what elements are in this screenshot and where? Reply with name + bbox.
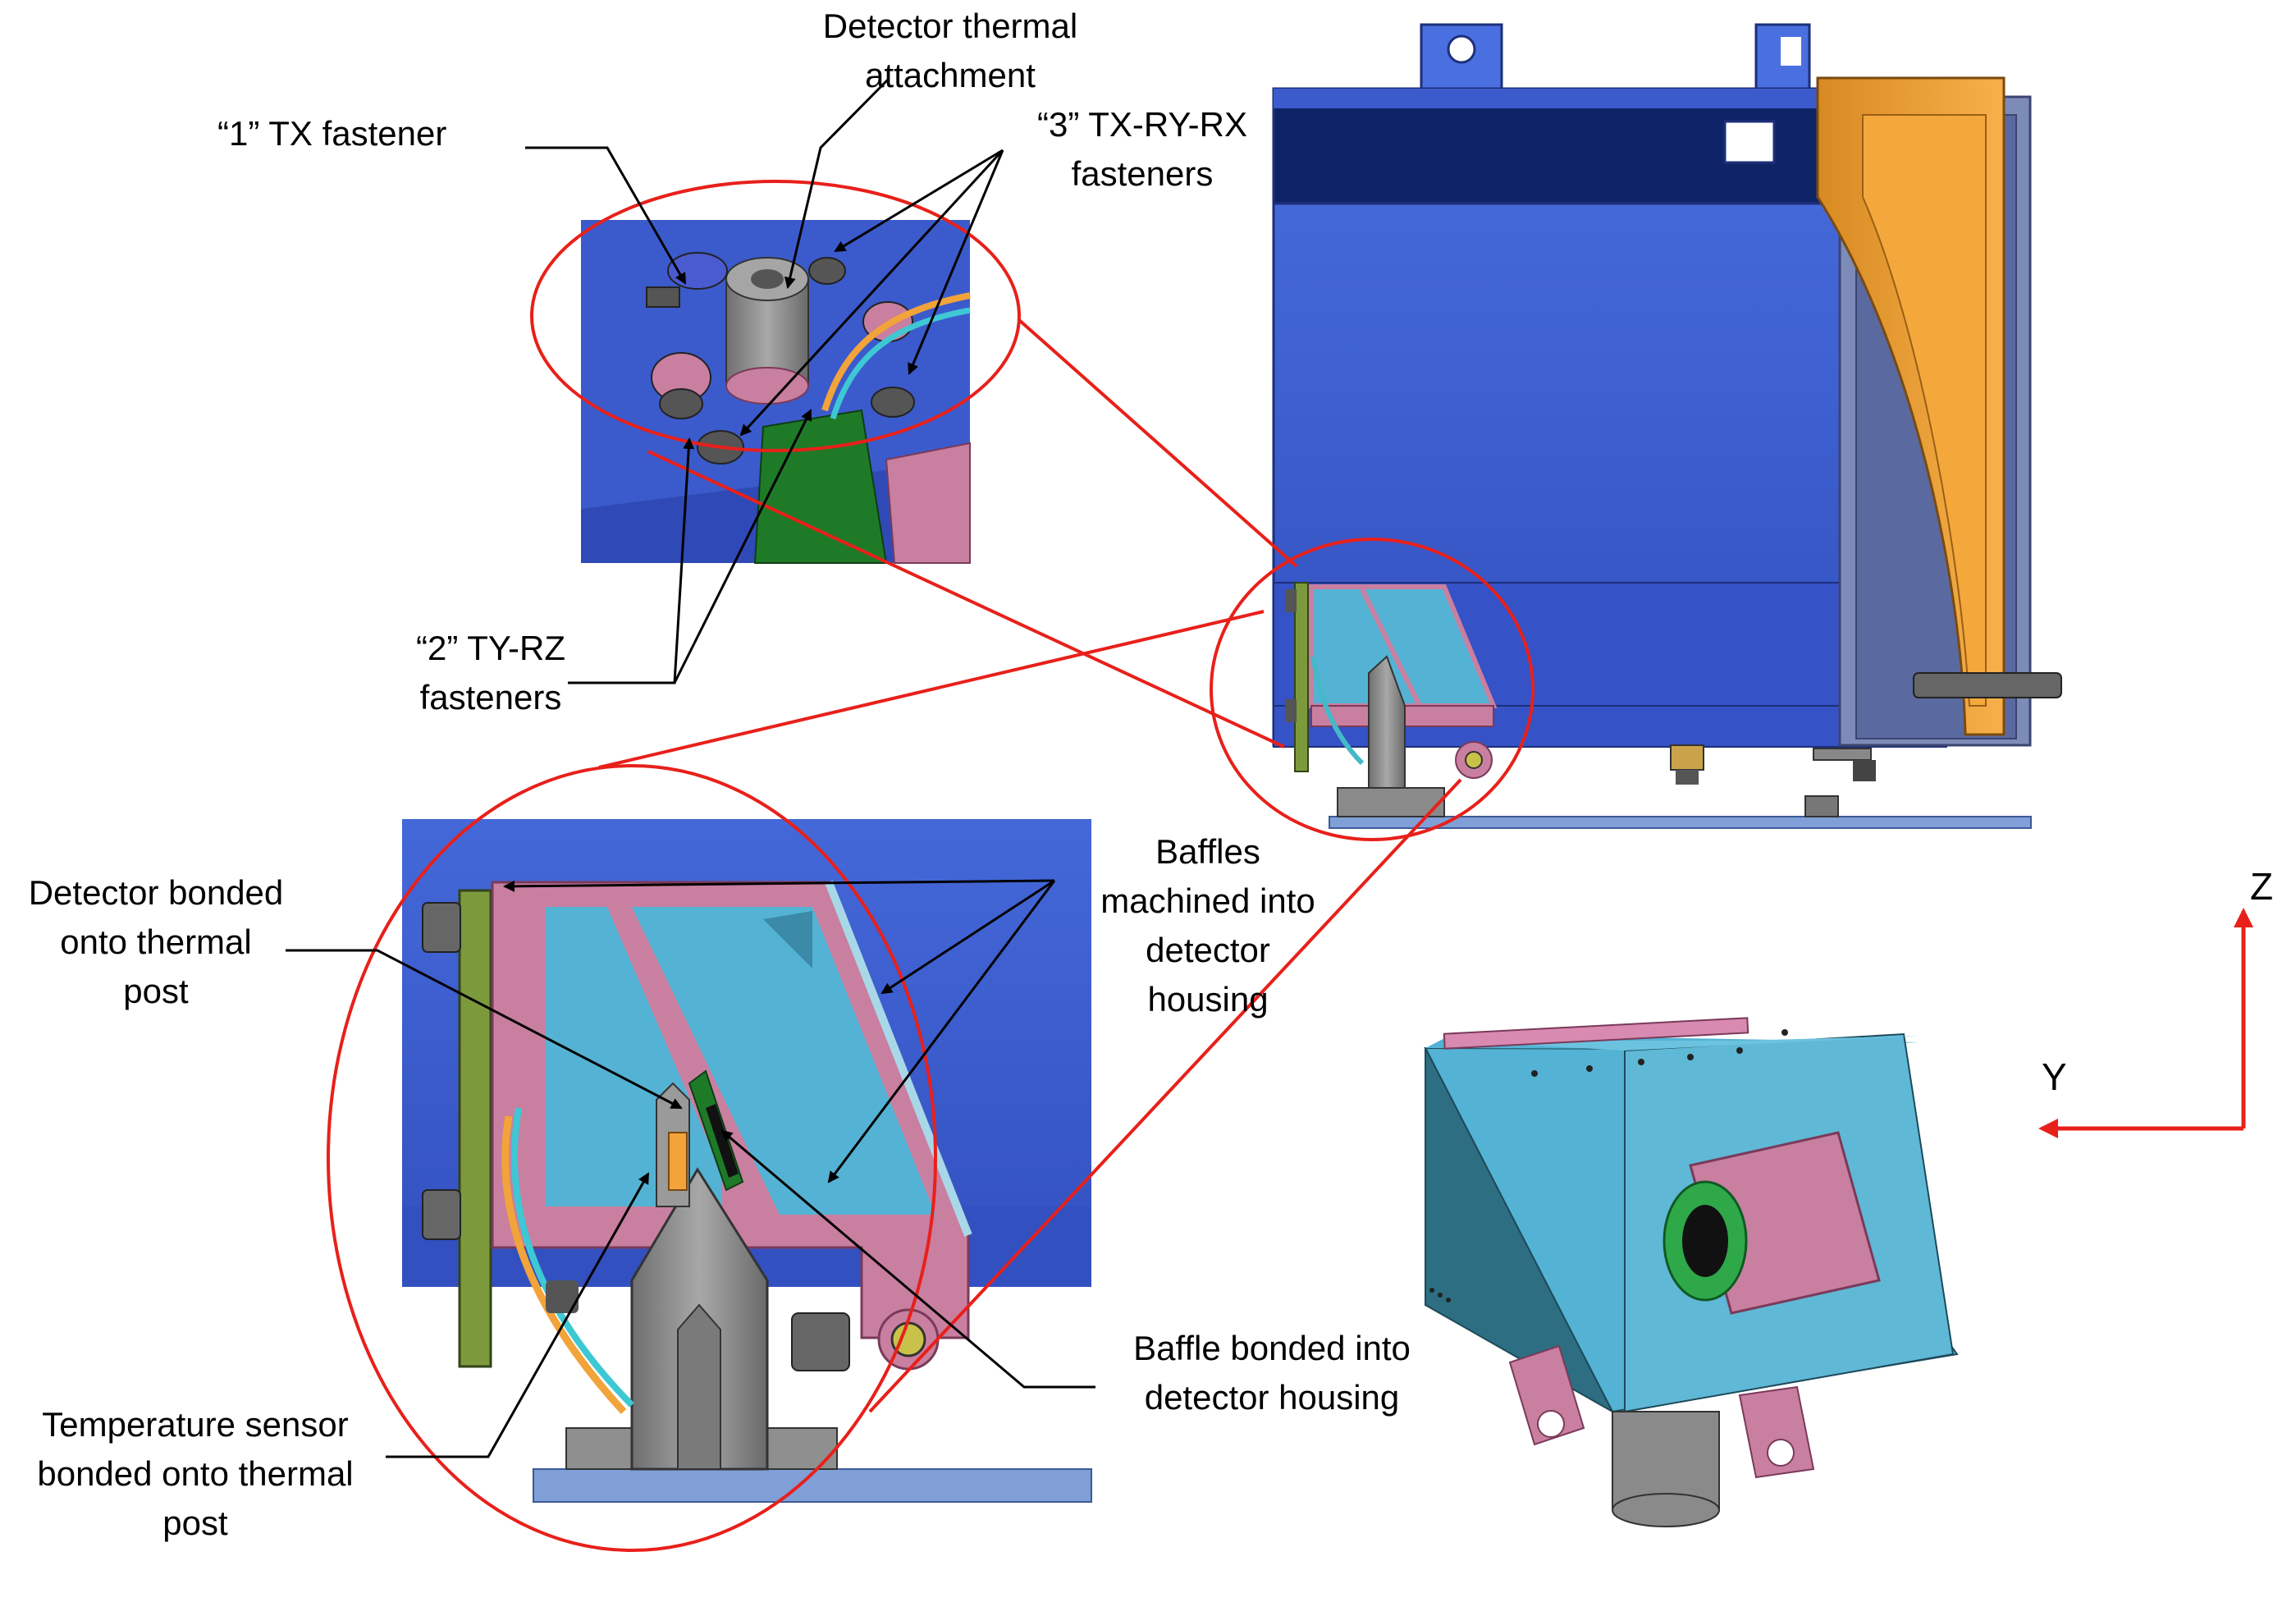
leader-detector-bonded bbox=[286, 949, 683, 1110]
leader-baffle-mid bbox=[880, 879, 1055, 995]
leader-tx-ry-rx-3 bbox=[908, 149, 1004, 375]
callout-ellipse-fasteners bbox=[530, 180, 1021, 452]
assembly-side-view bbox=[1272, 23, 2062, 829]
detector-housing-3d bbox=[1424, 1017, 1959, 1527]
label-tx-fastener: “1” TX fastener bbox=[217, 114, 447, 153]
axis-triad bbox=[2038, 908, 2253, 1138]
label-temp-sensor: Temperature sensor bonded onto thermal p… bbox=[37, 1405, 354, 1542]
leader-tx-fastener bbox=[525, 146, 687, 285]
axis-label-y: Y bbox=[2042, 1055, 2067, 1098]
callout-ellipse-detector-small bbox=[1210, 538, 1534, 841]
leader-baffle-top bbox=[503, 879, 1055, 892]
connector-line-mid bbox=[647, 450, 1285, 748]
label-detector-bonded: Detector bonded onto thermal post bbox=[28, 873, 284, 1010]
leader-tx-ry-rx-1 bbox=[834, 149, 1004, 253]
callout-ellipse-detector-large bbox=[327, 764, 937, 1552]
connector-line-large-bottom bbox=[868, 778, 1462, 1413]
leader-ty-rz-2 bbox=[673, 409, 812, 684]
label-baffle-bonded: Baffle bonded into detector housing bbox=[1133, 1329, 1411, 1417]
leader-thermal-attachment bbox=[784, 78, 890, 289]
connector-line-top bbox=[1018, 318, 1298, 568]
axis-label-z: Z bbox=[2250, 865, 2274, 908]
label-thermal-attachment: Detector thermal attachment bbox=[822, 7, 1078, 94]
leader-temp-sensor bbox=[386, 1172, 650, 1458]
leader-tx-ry-rx-2 bbox=[739, 149, 1004, 437]
detector-section-view bbox=[402, 819, 1092, 1503]
label-tx-ry-rx-fasteners: “3” TX-RY-RX fasteners bbox=[1037, 105, 1247, 193]
connector-line-large-top bbox=[598, 610, 1265, 769]
leader-lines bbox=[286, 78, 1095, 1458]
label-ty-rz-fasteners: “2” TY-RZ fasteners bbox=[415, 629, 566, 716]
label-baffles-machined: Baffles machined into detector housing bbox=[1100, 832, 1315, 1019]
leader-baffle-low bbox=[827, 880, 1056, 1183]
detector-housing-small bbox=[1285, 582, 1498, 817]
callout-ellipses bbox=[327, 180, 1534, 1552]
leader-baffle-bonded bbox=[720, 1129, 1095, 1389]
